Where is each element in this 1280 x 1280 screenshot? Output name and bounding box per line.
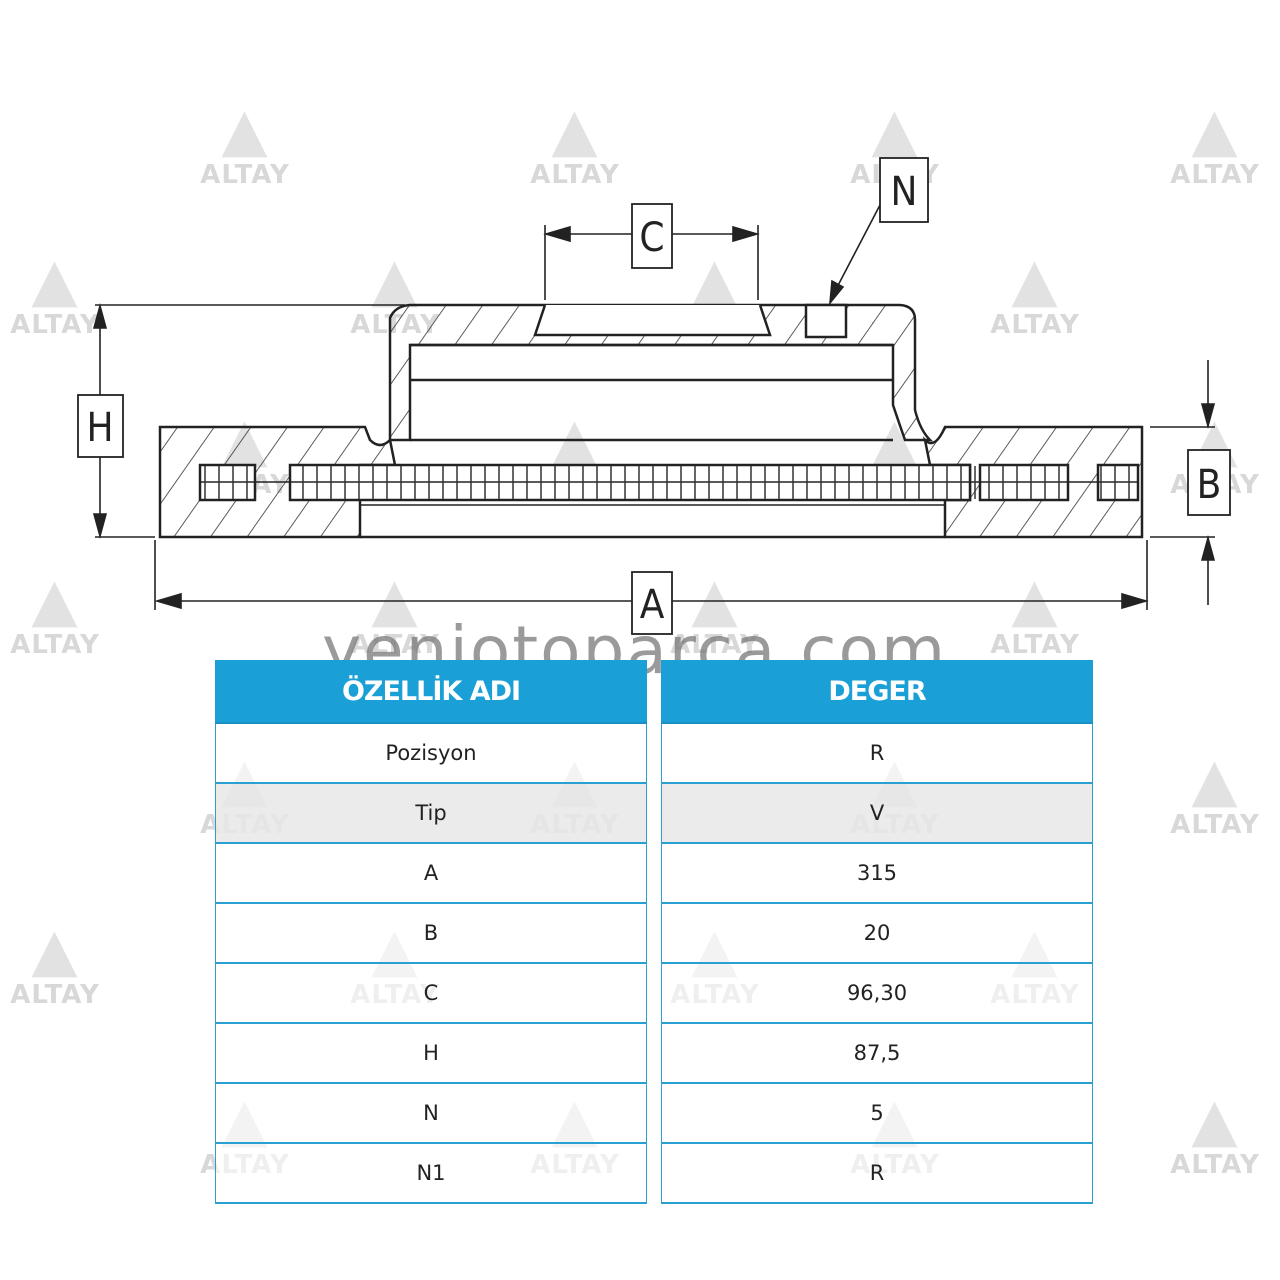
value-cell: 96,30 xyxy=(661,964,1093,1024)
property-cell: Pozisyon xyxy=(215,724,647,784)
value-cell: 20 xyxy=(661,904,1093,964)
property-cell: C xyxy=(215,964,647,1024)
dimension-label-c: C xyxy=(639,215,664,261)
value-cell: 87,5 xyxy=(661,1024,1093,1084)
property-cell: Tip xyxy=(215,784,647,844)
value-cell: R xyxy=(661,1144,1093,1204)
value-cell: R xyxy=(661,724,1093,784)
value-cell: 315 xyxy=(661,844,1093,904)
value-cell: 5 xyxy=(661,1084,1093,1144)
property-cell: N1 xyxy=(215,1144,647,1204)
altay-logo-watermark: ▲ALTAY xyxy=(10,915,100,1010)
altay-logo-watermark: ▲ALTAY xyxy=(1170,1085,1260,1180)
brake-disc-cross-section: H B A C N xyxy=(77,157,1231,635)
property-cell: A xyxy=(215,844,647,904)
dimension-label-a: A xyxy=(640,582,665,628)
property-cell: H xyxy=(215,1024,647,1084)
dimension-label-n: N xyxy=(891,169,918,215)
value-cell: V xyxy=(661,784,1093,844)
property-cell: N xyxy=(215,1084,647,1144)
dimension-label-h: H xyxy=(86,405,113,451)
header-value: DEGER xyxy=(661,660,1093,724)
hub-hat xyxy=(388,303,934,442)
header-property-name: ÖZELLİK ADI xyxy=(215,660,647,724)
dimension-label-b: B xyxy=(1197,462,1222,508)
altay-logo-watermark: ▲ALTAY xyxy=(1170,745,1260,840)
property-cell: B xyxy=(215,904,647,964)
